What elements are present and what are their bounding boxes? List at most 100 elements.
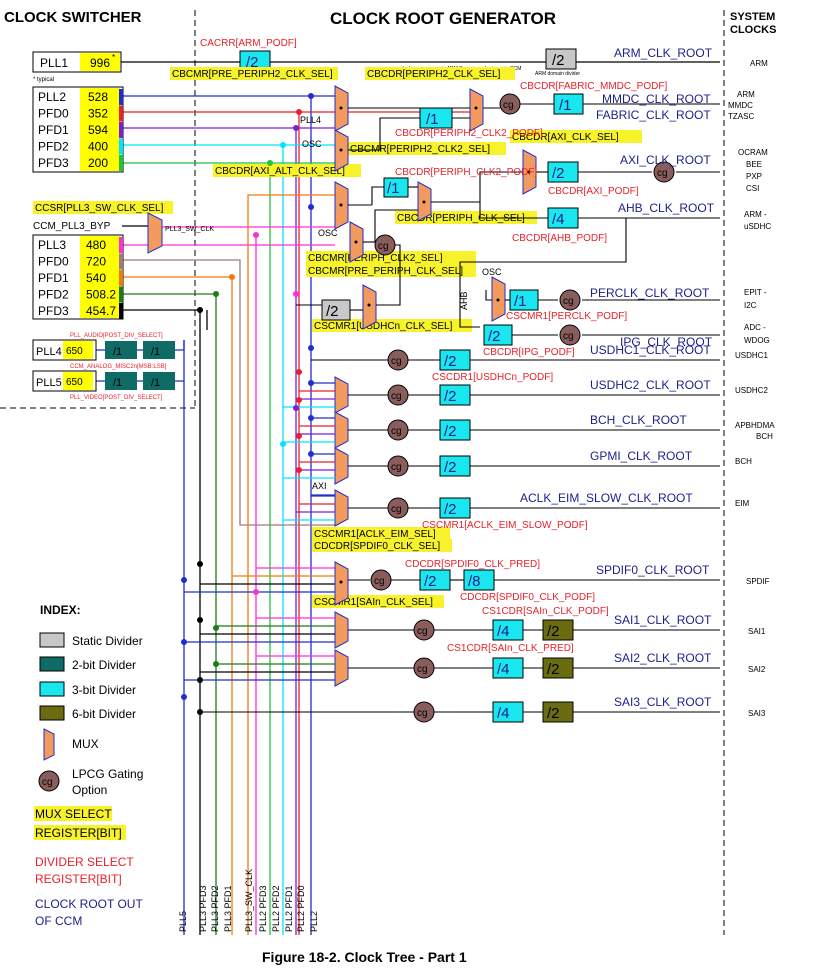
pll3-group-box <box>32 234 124 320</box>
svg-text:CDCDR[SPDIF0_CLK_PRED]: CDCDR[SPDIF0_CLK_PRED] <box>405 559 540 570</box>
junction-dot <box>296 467 302 473</box>
select-axi: CBCDR[AXI_CLK_SEL] <box>512 132 619 143</box>
svg-text:OSC: OSC <box>302 139 322 149</box>
div-usdhc1-label: /2 <box>444 353 457 370</box>
pll3-row-color <box>119 253 123 270</box>
svg-text:AHB: AHB <box>459 291 469 310</box>
bottom-label: PLL3 PFD3 <box>198 885 208 932</box>
pll3-row-name: PFD2 <box>38 288 69 302</box>
svg-text:OSC: OSC <box>318 228 338 238</box>
pll1-box: PLL1 996 * * typical <box>32 51 122 83</box>
svg-text:ARM: ARM <box>750 59 768 68</box>
svg-text:/2: /2 <box>552 52 565 69</box>
svg-text:/2: /2 <box>488 328 501 345</box>
div-sai2-pred-label: /2 <box>547 661 560 678</box>
junction-dot <box>296 109 302 115</box>
svg-text:AHB_CLK_ROOT: AHB_CLK_ROOT <box>618 201 715 215</box>
cg-sai1-label: cg <box>417 626 428 637</box>
svg-text:WDOG: WDOG <box>744 336 770 345</box>
bottom-label: PLL2 PFD1 <box>284 885 294 932</box>
svg-text:ADC -: ADC - <box>744 323 766 332</box>
svg-text:INDEX:: INDEX: <box>40 603 81 617</box>
pll3-row-name: PFD0 <box>38 255 69 269</box>
select-usdhc: CSCMR1[USDHCn_CLK_SEL] <box>314 321 453 332</box>
sys-sai1: SAI1 <box>748 627 766 636</box>
svg-text:CSI: CSI <box>746 184 759 193</box>
pll2-row-color <box>119 105 123 122</box>
svg-text:996: 996 <box>90 56 110 70</box>
select-periph2-bg <box>365 67 515 80</box>
svg-text:PLL5: PLL5 <box>36 377 62 389</box>
bottom-label: PLL3 PFD2 <box>210 885 220 932</box>
svg-text:cg: cg <box>563 296 574 307</box>
svg-text:MUX: MUX <box>72 737 99 751</box>
svg-text:3-bit Divider: 3-bit Divider <box>72 683 136 697</box>
pll2-row-name: PFD3 <box>38 156 69 170</box>
svg-text:AXI_CLK_ROOT: AXI_CLK_ROOT <box>620 153 711 167</box>
select-pre_periph2: CBCMR[PRE_PERIPH2_CLK_SEL] <box>172 69 333 80</box>
svg-text:650: 650 <box>66 346 83 357</box>
root-bch: BCH_CLK_ROOT <box>590 413 687 427</box>
select-periph_clk2: CBCMR[PERIPH_CLK2_SEL] <box>308 253 443 264</box>
svg-text:CSCMR1[PERCLK_PODF]: CSCMR1[PERCLK_PODF] <box>506 311 627 322</box>
svg-text:Option: Option <box>72 783 107 797</box>
svg-text:EPIT -: EPIT - <box>744 288 767 297</box>
bottom-label: PLL3 PFD1 <box>223 885 233 932</box>
svg-text:REGISTER[BIT]: REGISTER[BIT] <box>35 872 122 886</box>
header-clock-root-generator: CLOCK ROOT GENERATOR <box>330 9 556 28</box>
bus-lines <box>183 96 312 935</box>
svg-text:cg: cg <box>42 777 53 788</box>
svg-text:CBCDR[IPG_PODF]: CBCDR[IPG_PODF] <box>483 347 575 358</box>
pll2-row-freq: 528 <box>88 90 108 104</box>
svg-text:CCM_ANALOG_MISC2n[MSB:LSB]: CCM_ANALOG_MISC2n[MSB:LSB] <box>70 364 167 370</box>
junction-dot <box>213 661 219 667</box>
svg-text:cg: cg <box>563 331 574 342</box>
junction-dot <box>197 677 203 683</box>
select-periph2_clk2: CBCMR[PERIPH2_CLK2_SEL] <box>350 144 490 155</box>
divsel-sai-pred: CS1CDR[SAIn_CLK_PRED] <box>447 643 574 654</box>
svg-text:ARM domain divider: ARM domain divider <box>535 71 580 77</box>
select-aclk_eim: CSCMR1[ACLK_EIM_SEL] <box>314 529 436 540</box>
header-clocks: CLOCKS <box>730 24 776 36</box>
pll2-row-name: PFD2 <box>38 140 69 154</box>
svg-text:/2: /2 <box>246 54 259 71</box>
pll3-row-name: PLL3 <box>38 238 66 252</box>
pll3-row-freq: 508.2 <box>86 288 116 302</box>
upper-roots: MMDC_CLK_ROOT FABRIC_CLK_ROOT AXI_CLK_RO… <box>590 90 771 349</box>
svg-text:/1: /1 <box>426 111 439 128</box>
figure-caption: Figure 18-2. Clock Tree - Part 1 <box>262 949 467 965</box>
svg-text:CACRR[ARM_PODF]: CACRR[ARM_PODF] <box>200 38 297 49</box>
pll3-row-color <box>119 270 123 286</box>
junction-dot <box>308 451 314 457</box>
select-usdhc-bg <box>312 319 472 332</box>
pll2-row-color <box>119 138 123 155</box>
divsel-sai-podf: CS1CDR[SAIn_CLK_PODF] <box>482 606 609 617</box>
pll3-row-freq: 480 <box>86 238 106 252</box>
select-aclk_eim-bg <box>312 527 450 540</box>
svg-text:OSC: OSC <box>482 267 502 277</box>
pll2-row-freq: 200 <box>88 156 108 170</box>
svg-text:650: 650 <box>66 377 83 388</box>
bottom-label: PLL2 PFD2 <box>271 885 281 932</box>
index-legend: INDEX: Static Divider 2-bit Divider 3-bi… <box>34 603 143 928</box>
div-sai3-pred-label: /2 <box>547 705 560 722</box>
svg-text:CCM_PLL3_BYP: CCM_PLL3_BYP <box>33 221 111 232</box>
select-axi-bg <box>510 130 642 143</box>
svg-text:/1: /1 <box>514 293 527 310</box>
root-sai1: SAI1_CLK_ROOT <box>614 613 712 627</box>
sys-sai2: SAI2 <box>748 665 766 674</box>
svg-text:/2: /2 <box>424 573 437 590</box>
svg-text:CDCDR[SPDIF0_CLK_PODF]: CDCDR[SPDIF0_CLK_PODF] <box>460 592 595 603</box>
root-sai3: SAI3_CLK_ROOT <box>614 695 712 709</box>
div-usdhc2-label: /2 <box>444 388 457 405</box>
bottom-label: PLL2 PFD3 <box>258 885 268 932</box>
svg-text:*: * <box>112 53 115 62</box>
junction-dot <box>267 160 273 166</box>
select-periph2: CBCDR[PERIPH2_CLK_SEL] <box>367 69 501 80</box>
pll2-row-freq: 400 <box>88 140 108 154</box>
svg-text:MUX SELECT: MUX SELECT <box>35 807 112 821</box>
svg-text:6-bit Divider: 6-bit Divider <box>72 707 136 721</box>
pll2-row-name: PFD1 <box>38 123 69 137</box>
select-axi_alt: CBCDR[AXI_ALT_CLK_SEL] <box>215 166 345 177</box>
svg-text:Static Divider: Static Divider <box>72 634 143 648</box>
